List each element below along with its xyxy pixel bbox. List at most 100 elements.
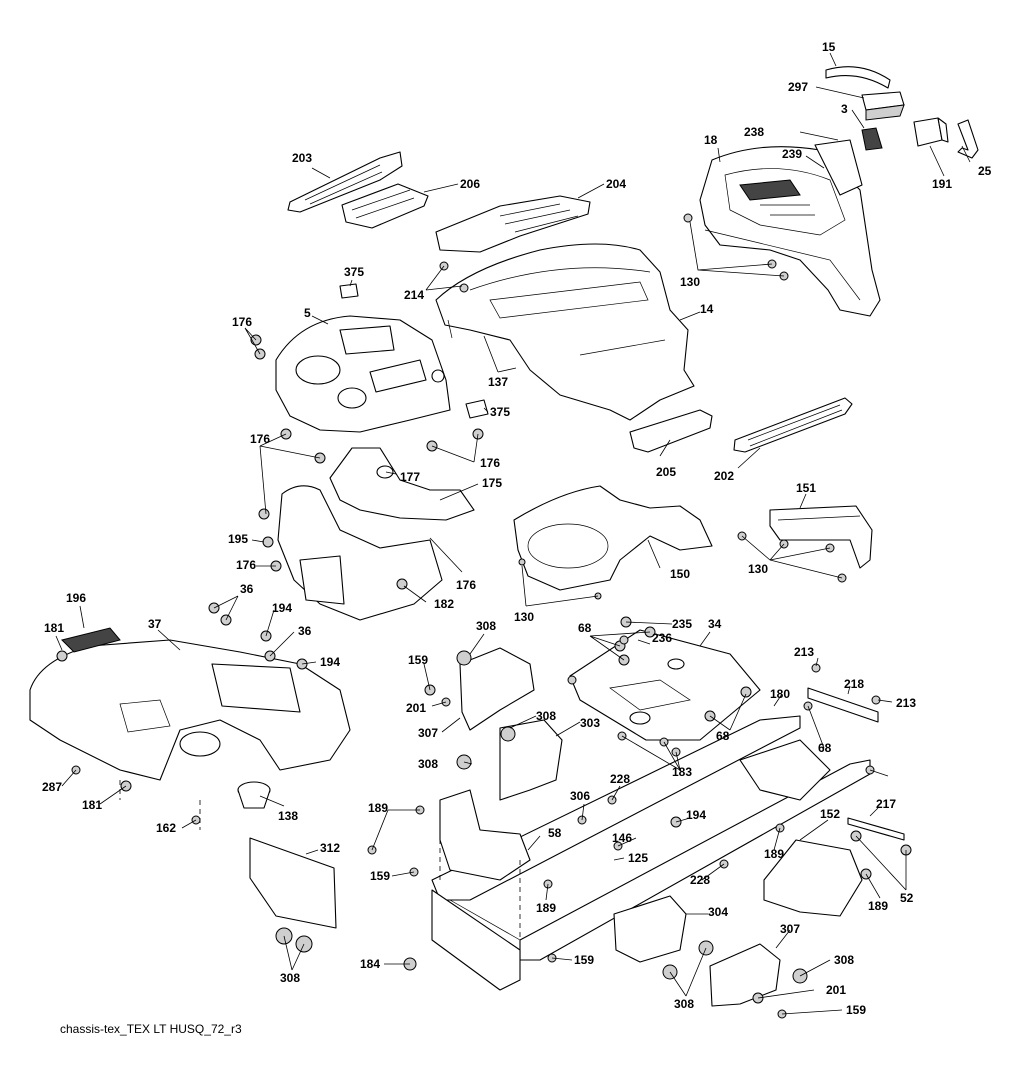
callout: 306 bbox=[570, 789, 590, 803]
callout: 303 bbox=[580, 716, 600, 730]
callout: 36 bbox=[240, 582, 254, 596]
callout: 308 bbox=[280, 971, 300, 985]
part-307-plate-left bbox=[459, 647, 535, 731]
callout: 176 bbox=[250, 432, 270, 446]
callout: 206 bbox=[460, 177, 480, 191]
callout: 152 bbox=[820, 807, 840, 821]
callout: 25 bbox=[978, 164, 992, 178]
callout: 14 bbox=[700, 302, 714, 316]
part-307-plate-right bbox=[709, 943, 781, 1007]
callout: 182 bbox=[434, 597, 454, 611]
part-18-dash-panel bbox=[699, 139, 881, 317]
callout: 196 bbox=[66, 591, 86, 605]
callout: 68 bbox=[578, 621, 592, 635]
callout: 52 bbox=[900, 891, 914, 905]
callout: 304 bbox=[708, 905, 728, 919]
callout: 213 bbox=[794, 645, 814, 659]
callout: 68 bbox=[818, 741, 832, 755]
part-312-panel bbox=[249, 837, 337, 929]
diagram-caption: chassis-tex_TEX LT HUSQ_72_r3 bbox=[60, 1022, 242, 1036]
part-150 bbox=[513, 485, 713, 591]
callout: 204 bbox=[606, 177, 626, 191]
part-15 bbox=[825, 66, 891, 89]
part-175-bracket bbox=[329, 447, 475, 521]
callout: 176 bbox=[236, 558, 256, 572]
callout: 177 bbox=[400, 470, 420, 484]
part-206 bbox=[341, 183, 429, 229]
callout: 191 bbox=[932, 177, 952, 191]
callout: 150 bbox=[670, 567, 690, 581]
callout: 195 bbox=[228, 532, 248, 546]
callout: 375 bbox=[344, 265, 364, 279]
leader-lines bbox=[55, 52, 971, 1015]
callout: 15 bbox=[822, 40, 836, 54]
callout: 138 bbox=[278, 809, 298, 823]
callout: 238 bbox=[744, 125, 764, 139]
callout: 130 bbox=[680, 275, 700, 289]
part-202 bbox=[733, 397, 853, 453]
part-138 bbox=[237, 781, 271, 809]
callout: 308 bbox=[476, 619, 496, 633]
callout: 175 bbox=[482, 476, 502, 490]
callout: 189 bbox=[368, 801, 388, 815]
alignment-lines bbox=[119, 780, 521, 950]
callout: 189 bbox=[868, 899, 888, 913]
callout: 130 bbox=[748, 562, 768, 576]
part-25 bbox=[957, 119, 979, 159]
callout-labels: 15 297 3 25 238 18 239 191 203 206 204 1… bbox=[42, 40, 992, 1017]
part-217 bbox=[847, 817, 905, 841]
callout: 308 bbox=[536, 709, 556, 723]
callout: 3 bbox=[841, 102, 848, 116]
callout: 181 bbox=[82, 798, 102, 812]
callout: 202 bbox=[714, 469, 734, 483]
callout: 217 bbox=[876, 797, 896, 811]
callout: 162 bbox=[156, 821, 176, 835]
part-375-a bbox=[339, 283, 359, 299]
callout: 37 bbox=[148, 617, 162, 631]
part-375-b bbox=[465, 399, 489, 419]
callout: 181 bbox=[44, 621, 64, 635]
callout: 194 bbox=[686, 808, 706, 822]
part-58-frame bbox=[431, 715, 871, 991]
callout: 125 bbox=[628, 851, 648, 865]
part-205 bbox=[629, 409, 713, 453]
callout: 307 bbox=[780, 922, 800, 936]
part-304 bbox=[613, 895, 687, 963]
part-297 bbox=[861, 91, 905, 121]
part-152 bbox=[763, 839, 863, 917]
callout: 159 bbox=[574, 953, 594, 967]
callout: 201 bbox=[406, 701, 426, 715]
callout: 194 bbox=[272, 601, 292, 615]
callout: 176 bbox=[456, 578, 476, 592]
callout: 18 bbox=[704, 133, 718, 147]
callout: 34 bbox=[708, 617, 722, 631]
callout: 36 bbox=[298, 624, 312, 638]
part-14-hood bbox=[435, 243, 695, 421]
callout: 176 bbox=[232, 315, 252, 329]
callout: 176 bbox=[480, 456, 500, 470]
part-191 bbox=[913, 117, 949, 147]
part-3 bbox=[861, 127, 883, 151]
part-218 bbox=[807, 687, 879, 723]
callout: 235 bbox=[672, 617, 692, 631]
part-303 bbox=[499, 719, 563, 801]
callout: 308 bbox=[834, 953, 854, 967]
callout: 228 bbox=[610, 772, 630, 786]
callout: 203 bbox=[292, 151, 312, 165]
part-5-dash-housing bbox=[275, 315, 451, 433]
callout: 307 bbox=[418, 726, 438, 740]
callout: 159 bbox=[370, 869, 390, 883]
callout: 214 bbox=[404, 288, 424, 302]
callout: 58 bbox=[548, 826, 562, 840]
callout: 159 bbox=[846, 1003, 866, 1017]
callout: 189 bbox=[536, 901, 556, 915]
callout: 213 bbox=[896, 696, 916, 710]
part-37-rear-body bbox=[29, 639, 351, 781]
callout: 68 bbox=[716, 729, 730, 743]
callout: 205 bbox=[656, 465, 676, 479]
callout: 236 bbox=[652, 631, 672, 645]
part-196 bbox=[61, 627, 121, 653]
callout: 137 bbox=[488, 375, 508, 389]
callout: 228 bbox=[690, 873, 710, 887]
